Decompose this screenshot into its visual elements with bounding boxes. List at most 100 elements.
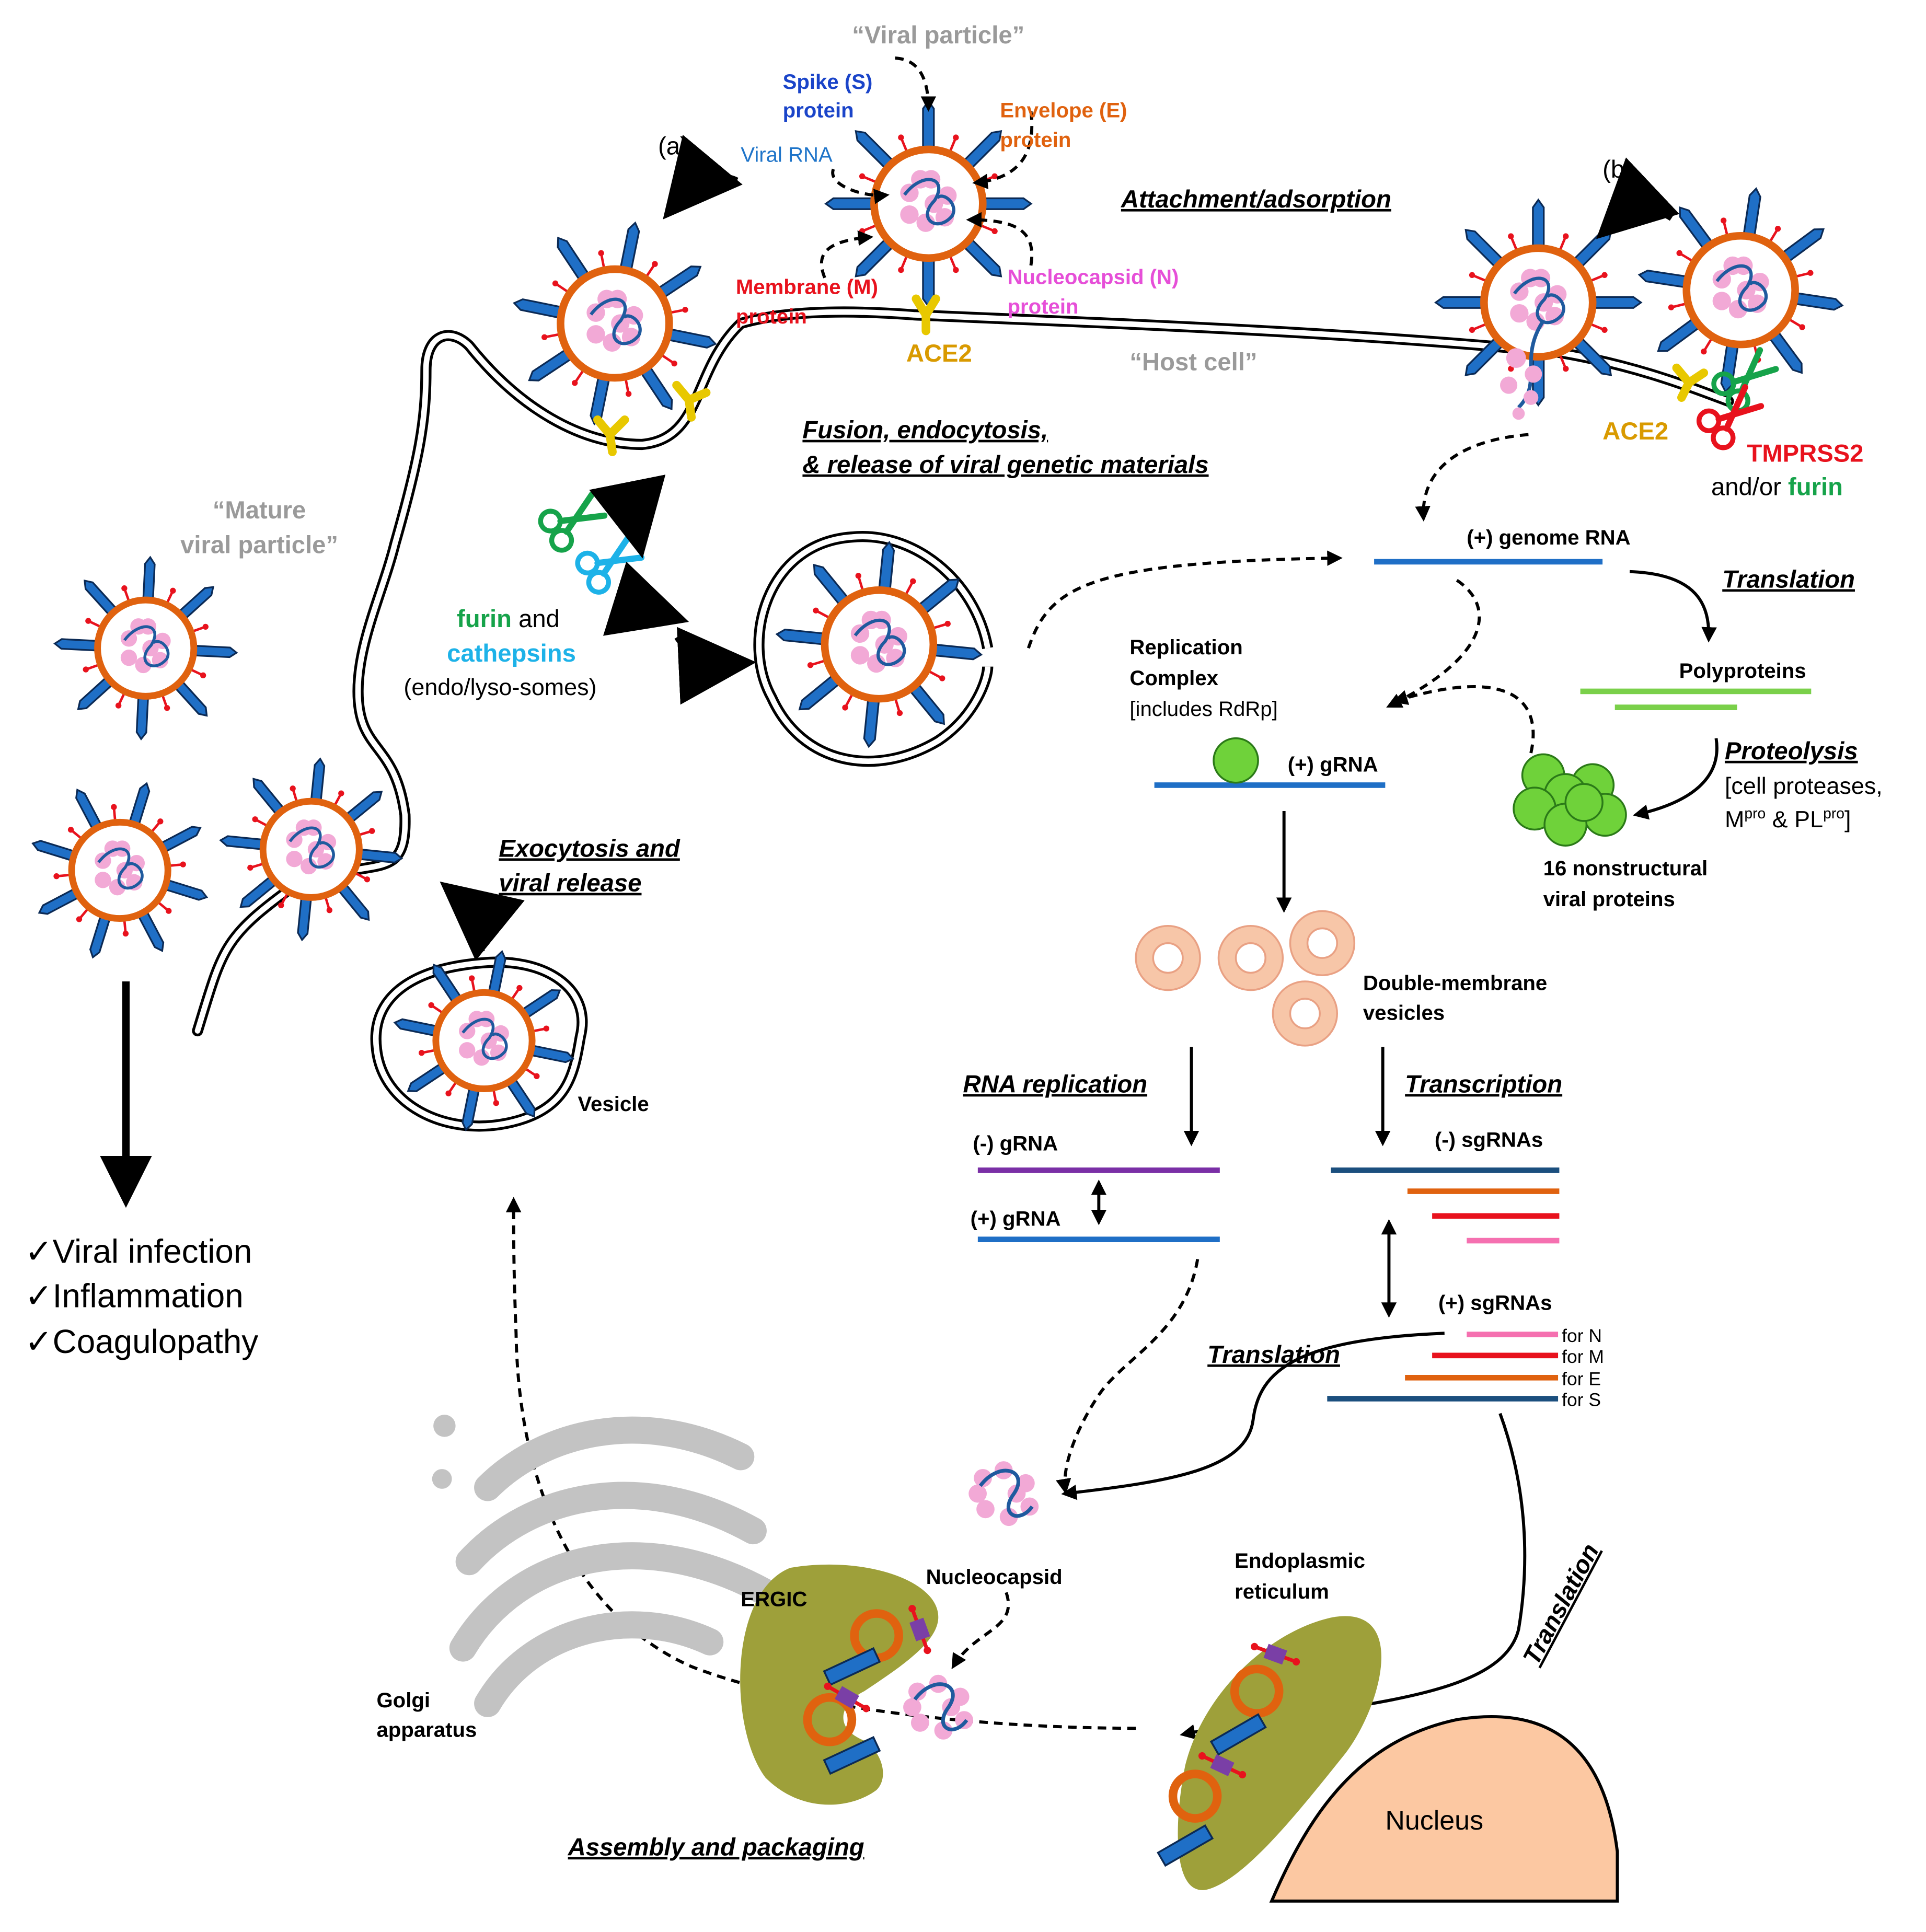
vesicle-label: Vesicle [578, 1092, 649, 1116]
tmprss2-scissors-right [1696, 384, 1764, 450]
genome-rna-label: (+) genome RNA [1467, 526, 1630, 549]
outcome-1: ✓Viral infection [25, 1233, 252, 1270]
andor-furin-label: and/or furin [1711, 473, 1843, 501]
golgi-vesicle-1 [433, 1415, 456, 1437]
marker-b: (b) [1602, 156, 1633, 183]
mature-virion-1 [53, 556, 238, 741]
double-membrane-vesicles [1136, 911, 1355, 1046]
bracket-close: ] [1844, 806, 1851, 832]
amp-pl: & PL [1766, 806, 1823, 832]
marker-a: (a) [658, 132, 688, 160]
er-membrane-protein-1 [1251, 1642, 1300, 1666]
er-spike-2 [1157, 1824, 1214, 1867]
translation-rotated-label: Translation [1518, 1539, 1605, 1669]
neg-sgrnas-label: (-) sgRNAs [1435, 1128, 1543, 1152]
er-label-2: reticulum [1235, 1580, 1329, 1603]
double-membrane-vesicles-outline [1135, 910, 1356, 1047]
furin-right-text: furin [1788, 473, 1843, 501]
ergic [740, 1564, 939, 1805]
text-labels: “Viral particle” Spike (S) protein Envel… [25, 21, 1883, 1861]
ergic-envelope-ring-2 [803, 1693, 857, 1746]
ergic-membrane-protein-2 [824, 1682, 870, 1713]
mature-label-1: “Mature [213, 496, 306, 524]
attachment-label: Attachment/adsorption [1121, 186, 1391, 213]
virion-reference [824, 99, 1033, 308]
golgi-label-1: Golgi [376, 1688, 430, 1712]
ergic-nucleocapsid [903, 1674, 973, 1740]
fusion-label-2: & release of viral genetic materials [802, 451, 1208, 479]
nucleocapsid-icon [968, 1461, 1039, 1526]
nucleocapsid-label: Nucleocapsid [926, 1565, 1063, 1589]
plpro-sup: pro [1823, 805, 1844, 822]
virion-layer [31, 99, 1844, 1131]
outcome-3: ✓Coagulopathy [25, 1323, 258, 1360]
pos-grna-label: (+) gRNA [971, 1207, 1061, 1231]
mpro-plpro-label: Mpro & PLpro] [1725, 805, 1851, 832]
envelope-label-2: protein [1000, 128, 1071, 152]
arrow-exocytosis [440, 881, 525, 961]
mature-virion-2 [31, 782, 209, 959]
er-spike-1 [1209, 1713, 1267, 1756]
ergic-label: ERGIC [741, 1587, 807, 1611]
virion-attaching-a [513, 221, 717, 426]
virion-fusing-b [1434, 198, 1643, 407]
golgi-vesicle-2 [432, 1469, 452, 1489]
exocytosis-label-2: viral release [499, 870, 641, 897]
proteolysis-label: Proteolysis [1725, 737, 1858, 765]
er-label-1: Endoplasmic [1235, 1549, 1365, 1572]
virion-endosome [775, 540, 983, 748]
golgi-label-2: apparatus [376, 1718, 477, 1742]
envelope-label-1: Envelope (E) [1000, 99, 1127, 122]
er-envelope-ring-1 [1230, 1664, 1284, 1718]
pos-grna-top-label: (+) gRNA [1288, 753, 1378, 776]
translation-mid-label: Translation [1207, 1341, 1340, 1369]
exocytic-vesicle [370, 956, 588, 1132]
ergic-membrane-protein-1 [908, 1605, 931, 1655]
mpro-sup: pro [1744, 805, 1766, 822]
nucleocapsid-n-label-2: protein [1008, 295, 1079, 318]
virion-attaching-b [1637, 187, 1844, 394]
translation-top-label: Translation [1722, 565, 1855, 593]
and-text: and [512, 605, 560, 633]
membrane-proteins-layer [803, 1605, 1300, 1867]
membrane-label-1: Membrane (M) [736, 275, 878, 298]
solid-arrows [1061, 570, 1719, 1740]
fusion-label-1: Fusion, endocytosis, [802, 417, 1048, 444]
ergic-spike-2 [823, 1736, 881, 1775]
neg-grna-label: (-) gRNA [973, 1132, 1058, 1155]
arrow-endocytosis-3 [674, 627, 757, 705]
viral-rna-label: Viral RNA [741, 143, 833, 167]
ergic-spike-1 [823, 1647, 881, 1686]
viral-particle-label: “Viral particle” [852, 21, 1024, 49]
endo-lyso-label: (endo/lyso-somes) [403, 674, 596, 700]
replication-complex-3: [includes RdRp] [1129, 697, 1277, 721]
for-e-label: for E [1562, 1368, 1601, 1389]
rna-replication-label: RNA replication [963, 1071, 1148, 1098]
spike-label-1: Spike (S) [783, 70, 873, 94]
ace2-right-label: ACE2 [1602, 418, 1668, 445]
nucleus-label: Nucleus [1385, 1806, 1483, 1836]
nucleus [1269, 1715, 1619, 1903]
membrane-label-2: protein [736, 305, 807, 328]
host-cell-membrane-inner [194, 309, 1732, 1034]
exocytosis-label-1: Exocytosis and [499, 835, 681, 862]
nonstructural-protein-cluster [1513, 753, 1627, 847]
spike-label-2: protein [783, 99, 854, 122]
mpro-main: M [1725, 806, 1744, 832]
dmv-label-2: vesicles [1363, 1001, 1445, 1024]
transcription-label: Transcription [1405, 1071, 1562, 1098]
tmprss2-label: TMPRSS2 [1747, 440, 1863, 468]
outcome-2: ✓Inflammation [25, 1277, 243, 1315]
endoplasmic-reticulum [1178, 1616, 1381, 1890]
nsp-label-2: viral proteins [1543, 887, 1675, 911]
endosome [753, 531, 994, 767]
assembly-label: Assembly and packaging [568, 1833, 864, 1861]
ace2-receptor-left-2 [672, 380, 711, 422]
replication-complex-2: Complex [1129, 666, 1218, 690]
dmv-label-1: Double-membrane [1363, 971, 1547, 995]
ace2-receptor-right [1672, 363, 1709, 402]
ace2-receptor-left-1 [593, 415, 629, 456]
released-rna-b [1500, 320, 1545, 420]
for-n-label: for N [1562, 1325, 1602, 1346]
